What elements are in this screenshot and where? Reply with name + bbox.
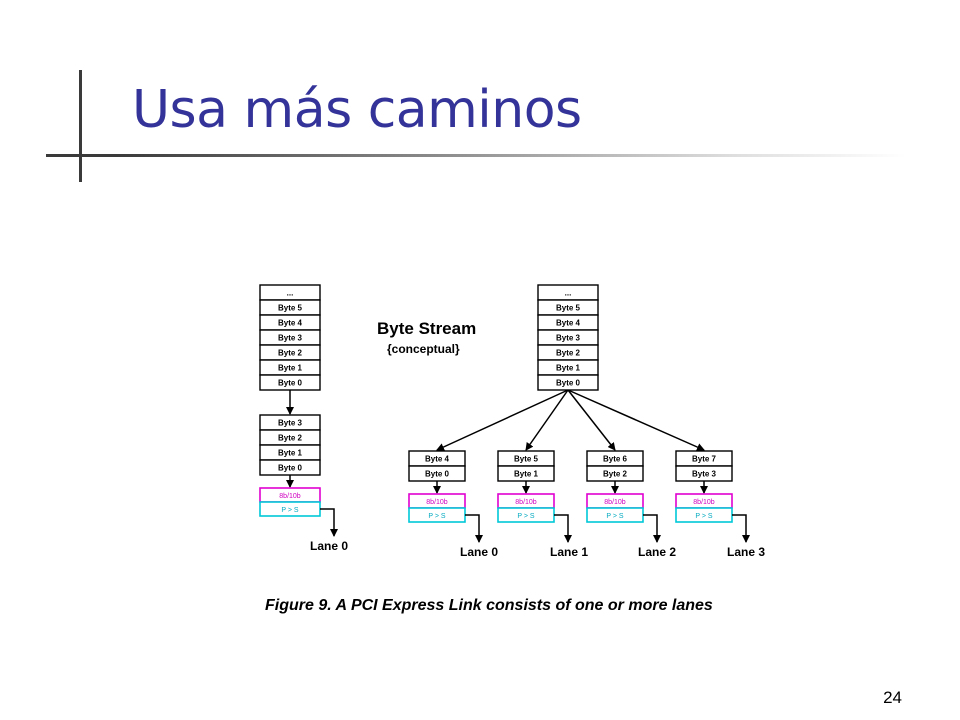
x4-lane-3-lane-label: Lane 3 xyxy=(727,545,765,559)
x1-serializer: P > S xyxy=(259,501,321,517)
x4-fanout-arrow-2 xyxy=(567,389,616,451)
x4-stream-byte-4-text: Byte 1 xyxy=(556,364,581,373)
x4-lane-3-encoder: 8b/10b xyxy=(675,493,733,509)
x4-lane-0-lane-label: Lane 0 xyxy=(460,545,498,559)
x4-lane-1-serializer-text: P > S xyxy=(517,513,535,520)
x4-lane-0-byte-1-text: Byte 0 xyxy=(425,470,450,479)
x4-lane-0-byte-0: Byte 4 xyxy=(408,450,466,467)
x4-lane-2-encoder: 8b/10b xyxy=(586,493,644,509)
slide-title: Usa más caminos xyxy=(132,80,582,140)
x4-lane-0-encoder: 8b/10b xyxy=(408,493,466,509)
x4-fanout-arrow-1 xyxy=(525,389,569,451)
page-number: 24 xyxy=(883,688,902,707)
x1-byte-0-text: Byte 3 xyxy=(278,419,303,428)
x1-stream-byte-4-text: Byte 1 xyxy=(278,364,303,373)
x4-lane-0-serializer-text: P > S xyxy=(428,513,446,520)
single-lane-link: ... Byte 5 Byte 4 Byte 3 Byte 2 Byte 1 Byte 0 B… xyxy=(259,284,348,553)
x1-encoder: 8b/10b xyxy=(259,487,321,503)
x4-lane-1-serializer: P > S xyxy=(497,507,555,523)
byte-stream-label: Byte Stream xyxy=(377,319,476,338)
x4-lane-3-byte-1: Byte 3 xyxy=(675,465,733,482)
x4-stream-byte-3-text: Byte 2 xyxy=(556,349,581,358)
x4-lane-2-byte-0-text: Byte 6 xyxy=(603,455,628,464)
x1-byte-2: Byte 1 xyxy=(259,444,321,461)
x4-lane-1-encoder-text: 8b/10b xyxy=(515,499,537,506)
x4-stream-byte-1: Byte 4 xyxy=(537,314,599,331)
x4-lane-3-lane-arrow xyxy=(732,514,750,543)
x1-stream-byte-5: Byte 0 xyxy=(259,374,321,391)
x4-ellipsis: ... xyxy=(537,284,599,301)
x4-lane-1-lane-label: Lane 1 xyxy=(550,545,588,559)
title-horizontal-rule xyxy=(46,154,906,157)
x4-fanout-arrow-0 xyxy=(436,389,569,451)
x4-lane-3-byte-0: Byte 7 xyxy=(675,450,733,467)
x1-stream-byte-3-text: Byte 2 xyxy=(278,349,303,358)
x4-lane-2-serializer-text: P > S xyxy=(606,513,624,520)
x1-byte-3-text: Byte 0 xyxy=(278,464,303,473)
x1-encoder-text: 8b/10b xyxy=(279,493,301,500)
x1-stream-byte-5-text: Byte 0 xyxy=(278,379,303,388)
x4-lane-1-encoder: 8b/10b xyxy=(497,493,555,509)
x1-byte-3: Byte 0 xyxy=(259,459,321,476)
x4-lane-1-byte-0: Byte 5 xyxy=(497,450,555,467)
x4-lane-2-byte-1: Byte 2 xyxy=(586,465,644,482)
x4-lane-1-lane-arrow xyxy=(554,514,572,543)
x1-stream-byte-2: Byte 3 xyxy=(259,329,321,346)
x4-lane-2-serializer: P > S xyxy=(586,507,644,523)
x1-ellipsis: ... xyxy=(259,284,321,301)
x4-lane-2-byte-1-text: Byte 2 xyxy=(603,470,628,479)
x1-stream-byte-0: Byte 5 xyxy=(259,299,321,316)
x4-stream-byte-1-text: Byte 4 xyxy=(556,319,581,328)
x1-lane-label: Lane 0 xyxy=(310,539,348,553)
x4-lane-3-byte-1-text: Byte 3 xyxy=(692,470,717,479)
x1-stream-byte-0-text: Byte 5 xyxy=(278,304,303,313)
x4-lane-0-encoder-text: 8b/10b xyxy=(426,499,448,506)
x4-stream-byte-0: Byte 5 xyxy=(537,299,599,316)
x4-lane-2-encoder-text: 8b/10b xyxy=(604,499,626,506)
x4-lane-2-lane-label: Lane 2 xyxy=(638,545,676,559)
x4-lane-0-byte-1: Byte 0 xyxy=(408,465,466,482)
x1-stream-byte-2-text: Byte 3 xyxy=(278,334,303,343)
x4-lane-1-byte-1: Byte 1 xyxy=(497,465,555,482)
four-lane-link: ... Byte 5 Byte 4 Byte 3 Byte 2 Byte 1 Byte 0 B… xyxy=(408,284,765,559)
x4-lane-3-byte-0-text: Byte 7 xyxy=(692,455,717,464)
x1-byte-2-text: Byte 1 xyxy=(278,449,303,458)
x1-byte-1: Byte 2 xyxy=(259,429,321,446)
x4-lane-3-serializer: P > S xyxy=(675,507,733,523)
x1-serializer-text: P > S xyxy=(281,507,299,514)
diagram-labels: Byte Stream {conceptual} Figure 9. A PCI… xyxy=(265,319,713,614)
x4-stream-byte-3: Byte 2 xyxy=(537,344,599,361)
x4-lane-2-byte-0: Byte 6 xyxy=(586,450,644,467)
x1-stream-byte-1: Byte 4 xyxy=(259,314,321,331)
x1-stream-byte-1-text: Byte 4 xyxy=(278,319,303,328)
x1-byte-1-text: Byte 2 xyxy=(278,434,303,443)
x1-lane-arrow xyxy=(320,508,338,537)
x4-lane-0-serializer: P > S xyxy=(408,507,466,523)
x4-lane-0-lane-arrow xyxy=(465,514,483,543)
x4-stream-byte-5-text: Byte 0 xyxy=(556,379,581,388)
x4-stream-byte-4: Byte 1 xyxy=(537,359,599,376)
x4-ellipsis-text: ... xyxy=(565,289,572,298)
x4-lane-0-byte-0-text: Byte 4 xyxy=(425,455,450,464)
x4-stream-byte-2-text: Byte 3 xyxy=(556,334,581,343)
x4-stream-byte-0-text: Byte 5 xyxy=(556,304,581,313)
title-vertical-rule xyxy=(79,70,82,182)
x1-ellipsis-text: ... xyxy=(287,289,294,298)
x4-lane-3-serializer-text: P > S xyxy=(695,513,713,520)
x4-lane-3-encoder-text: 8b/10b xyxy=(693,499,715,506)
x1-stream-byte-4: Byte 1 xyxy=(259,359,321,376)
x1-stream-byte-3: Byte 2 xyxy=(259,344,321,361)
x4-stream-byte-5: Byte 0 xyxy=(537,374,599,391)
x4-lane-2-lane-arrow xyxy=(643,514,661,543)
byte-stream-sublabel: {conceptual} xyxy=(387,342,460,356)
x1-byte-0: Byte 3 xyxy=(259,414,321,431)
x4-lane-1-byte-0-text: Byte 5 xyxy=(514,455,539,464)
x4-fanout-arrow-3 xyxy=(567,389,705,451)
x4-lane-1-byte-1-text: Byte 1 xyxy=(514,470,539,479)
figure-caption: Figure 9. A PCI Express Link consists of… xyxy=(265,597,713,614)
x4-stream-byte-2: Byte 3 xyxy=(537,329,599,346)
